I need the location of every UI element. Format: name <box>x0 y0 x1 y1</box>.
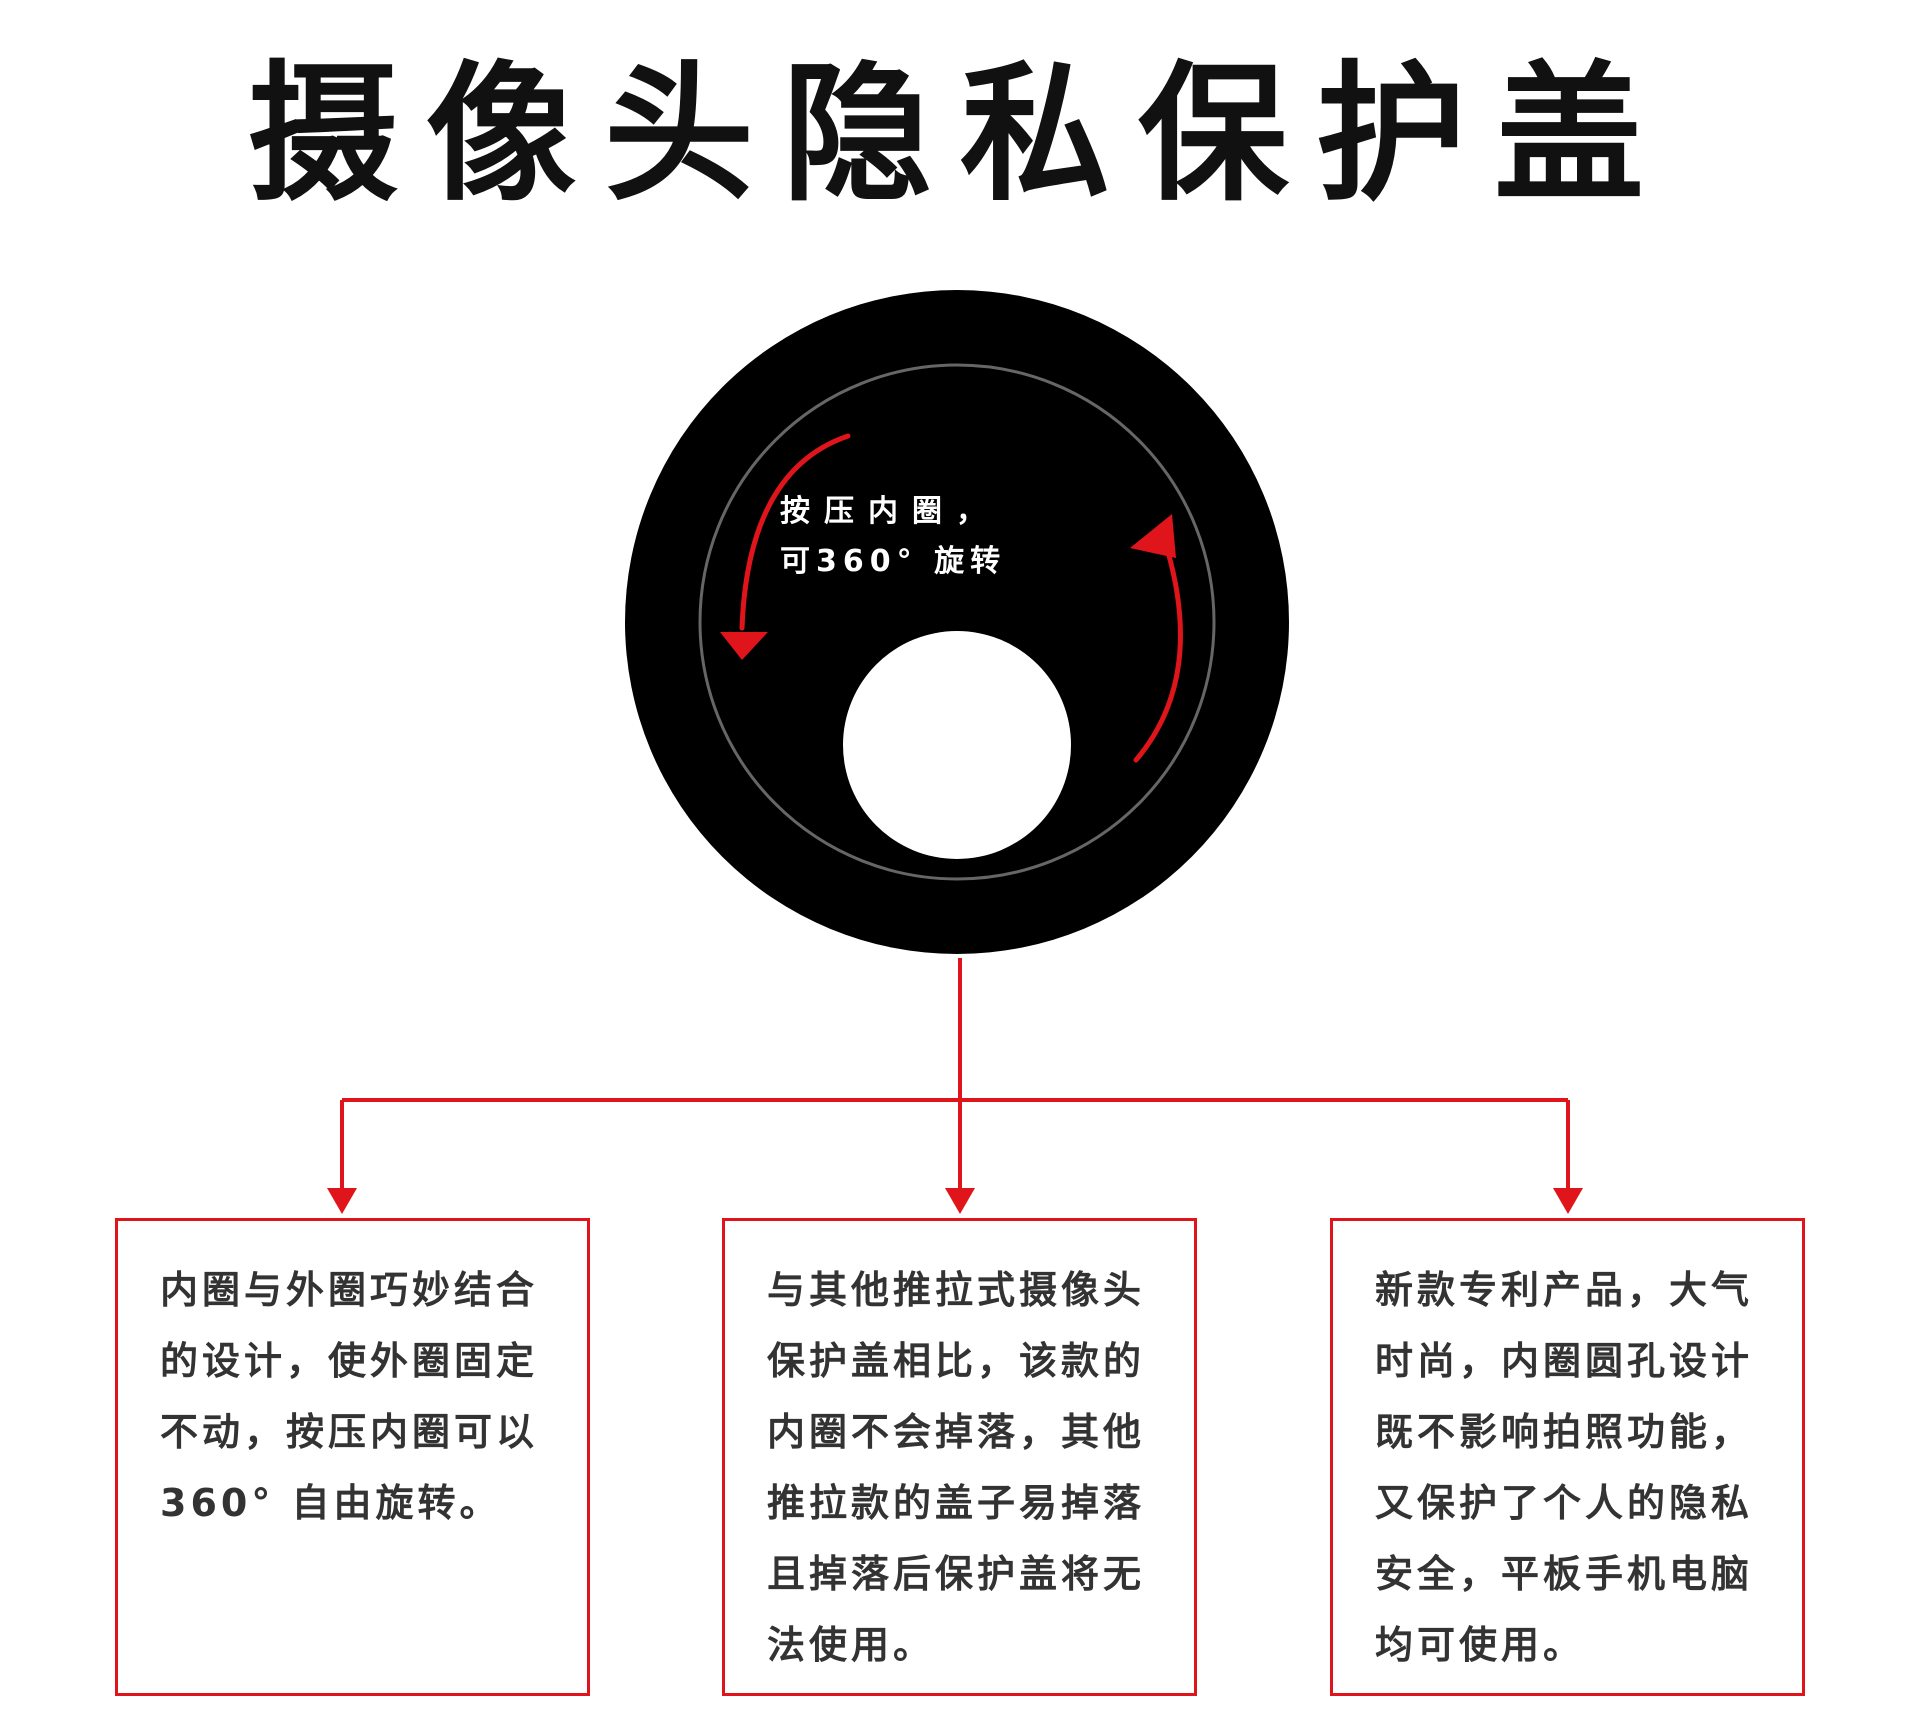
feature-box-1: 内圈与外圈巧妙结合的设计，使外圈固定不动，按压内圈可以360° 自由旋转。 <box>115 1218 590 1696</box>
feature-box-2: 与其他推拉式摄像头保护盖相比，该款的内圈不会掉落，其他推拉款的盖子易掉落且掉落后… <box>722 1218 1197 1696</box>
lid-label-line-1: 按压内圈， <box>780 494 1000 529</box>
page-title: 摄像头隐私保护盖 <box>247 48 1672 222</box>
arrow-to-box-2-icon <box>945 1188 975 1214</box>
feature-box-3: 新款专利产品，大气时尚，内圈圆孔设计既不影响拍照功能，又保护了个人的隐私安全，平… <box>1330 1218 1805 1696</box>
camera-cover-inner-ring <box>698 363 1216 881</box>
rotate-arrow-right-icon <box>1130 514 1183 763</box>
lens-hole <box>843 631 1071 859</box>
feature-text-2: 与其他推拉式摄像头保护盖相比，该款的内圈不会掉落，其他推拉款的盖子易掉落且掉落后… <box>767 1268 1146 1667</box>
feature-text-1: 内圈与外圈巧妙结合的设计，使外圈固定不动，按压内圈可以360° 自由旋转。 <box>160 1268 539 1525</box>
lid-label-line-2: 可360° 旋转 <box>780 544 1007 579</box>
connector-lines <box>340 958 1570 1192</box>
rotate-arrow-left-icon <box>720 433 851 660</box>
camera-cover-outer-disc <box>625 290 1289 954</box>
arrow-to-box-1-icon <box>327 1188 357 1214</box>
feature-text-3: 新款专利产品，大气时尚，内圈圆孔设计既不影响拍照功能，又保护了个人的隐私安全，平… <box>1375 1268 1754 1667</box>
arrow-to-box-3-icon <box>1553 1188 1583 1214</box>
